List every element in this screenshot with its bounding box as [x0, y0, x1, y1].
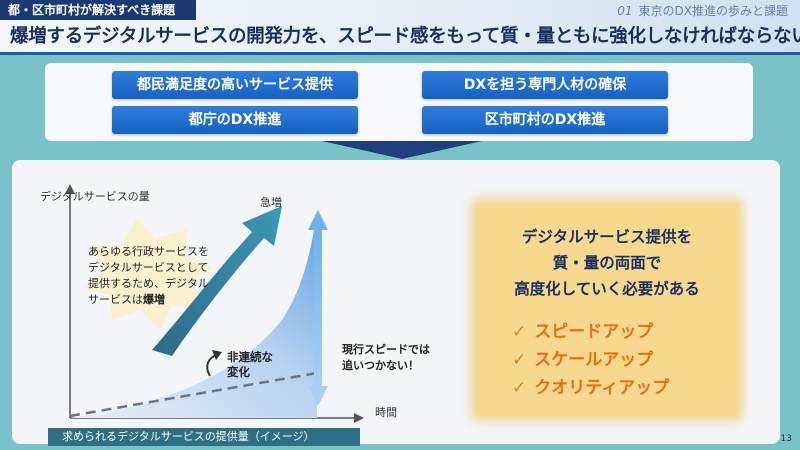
- check-item-scale: ✓スケールアップ: [512, 350, 654, 370]
- conclusion-line-1: デジタルサービス提供を: [521, 228, 693, 246]
- page-number: 13: [780, 434, 792, 444]
- x-axis-arrowhead: [354, 413, 364, 423]
- goal-pill-municipal-dx: 区市町村のDX推進: [422, 106, 668, 134]
- current-speed-line: [69, 371, 318, 418]
- note-text: あらゆる行政サービスを デジタルサービスとして 提供するため、デジタル サービス…: [88, 245, 209, 306]
- conclusion-box: デジタルサービス提供を 質・量の両面で 高度化していく必要がある ✓スピードアッ…: [476, 203, 738, 416]
- check-item-speed: ✓スピードアップ: [512, 322, 654, 342]
- section-title: 東京のDX推進の歩みと課題: [638, 4, 788, 18]
- check-icon: ✓: [512, 322, 527, 342]
- demand-area: [70, 210, 317, 418]
- section-tag: 都・区市町村が解決すべき課題: [0, 0, 196, 20]
- starburst-shape: [84, 218, 212, 330]
- conclusion-line-2: 質・量の両面で: [552, 254, 662, 272]
- page-label: 01 東京のDX推進の歩みと課題: [617, 2, 788, 19]
- demand-growth-illustration: [65, 184, 364, 423]
- surge-label: 急増: [260, 196, 282, 209]
- discontinuous-change-label: 非連続な 変化: [227, 350, 273, 379]
- check-icon: ✓: [512, 378, 527, 398]
- conclusion-line-3: 高度化していく必要がある: [514, 280, 700, 298]
- section-number: 01: [617, 4, 633, 18]
- slide-header: 都・区市町村が解決すべき課題 01 東京のDX推進の歩みと課題 爆増するデジタルサ…: [0, 0, 800, 55]
- note-emphasis: 爆増: [143, 293, 165, 306]
- goal-pill-metro-dx: 都庁のDX推進: [112, 106, 358, 134]
- surge-arrow-icon: [152, 206, 282, 356]
- down-arrow-icon: [322, 141, 482, 159]
- goal-pill-citizen-satisfaction: 都民満足度の高いサービス提供: [112, 71, 358, 99]
- gap-arrow-bottom: [308, 386, 328, 406]
- headline: 爆増するデジタルサービスの開発力を、スピード感をもって質・量ともに強化しなければ…: [10, 26, 800, 47]
- check-icon: ✓: [512, 350, 527, 370]
- current-speed-label: 現行スピードでは 追いつかない！: [342, 343, 430, 372]
- gap-arrow-top: [308, 210, 328, 230]
- chart-caption: 求められるデジタルサービスの提供量（イメージ）: [48, 428, 360, 446]
- y-axis-arrowhead: [65, 184, 75, 194]
- gap-arrow-shaft: [314, 228, 322, 388]
- goal-pill-dx-talent: DXを担う専門人材の確保: [422, 71, 668, 99]
- y-axis-label: デジタルサービスの量: [40, 190, 150, 203]
- x-axis-label: 時間: [375, 406, 397, 419]
- check-item-quality: ✓クオリティアップ: [512, 378, 670, 398]
- goals-panel: 都民満足度の高いサービス提供 DXを担う専門人材の確保 都庁のDX推進 区市町村…: [45, 63, 753, 141]
